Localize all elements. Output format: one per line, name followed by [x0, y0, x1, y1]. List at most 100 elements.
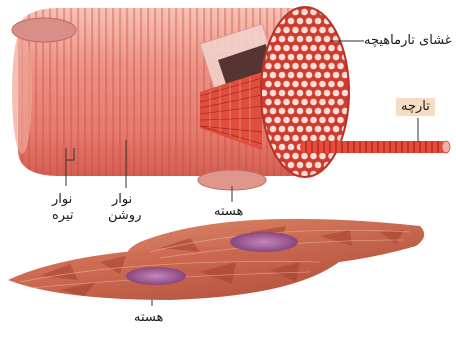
fibril-cross-section [314, 53, 321, 60]
label-nucleus-top: هسته [214, 204, 243, 220]
fibril-cross-section [328, 44, 335, 51]
fibril-cross-section [310, 152, 317, 159]
fibril-cross-section [328, 134, 335, 141]
fibril-cross-section [274, 80, 281, 87]
fibril-cross-section [292, 80, 299, 87]
fibril-cross-section [341, 35, 348, 42]
smooth-muscle-cells [8, 219, 424, 300]
fibril-cross-section [278, 143, 285, 150]
fibril-cross-section [305, 17, 312, 24]
fibril-cross-section [278, 53, 285, 60]
fibril-cross-section [274, 134, 281, 141]
fibril-cross-section [292, 152, 299, 159]
fibril-cross-section [292, 116, 299, 123]
fibril-cross-section [278, 107, 285, 114]
label-myofibril: تارچه [396, 98, 435, 116]
label-dark-band-1: نوار [52, 192, 72, 208]
fibril-cross-section [310, 116, 317, 123]
fibril-cross-section [287, 143, 294, 150]
fibril-cross-section [319, 134, 326, 141]
fibril-cross-section [314, 35, 321, 42]
myofibril-strand [300, 141, 450, 153]
fibril-cross-section [292, 26, 299, 33]
fibril-cross-section [310, 98, 317, 105]
fibril-cross-section [278, 125, 285, 132]
fibril-cross-section [292, 98, 299, 105]
fibril-cross-section [328, 98, 335, 105]
surface-nucleus [12, 18, 76, 42]
fibril-cross-section [323, 53, 330, 60]
fibril-cross-section [296, 53, 303, 60]
fibril-cross-section [269, 125, 276, 132]
smooth-muscle-nucleus [230, 232, 298, 252]
fibril-cross-section [332, 161, 339, 168]
fibril-cross-section [301, 26, 308, 33]
fibril-cross-section [301, 80, 308, 87]
fibril-cross-section [296, 161, 303, 168]
fibril-cross-section [332, 89, 339, 96]
fibril-cross-section [332, 17, 339, 24]
fibril-cross-section [296, 17, 303, 24]
fibril-cross-section [265, 98, 272, 105]
fibril-cross-section [265, 116, 272, 123]
fibril-cross-section [283, 134, 290, 141]
fibril-cross-section [310, 80, 317, 87]
fibril-cross-section [319, 80, 326, 87]
fibril-cross-section [301, 116, 308, 123]
fibril-cross-section [328, 8, 335, 15]
fibril-cross-section [287, 17, 294, 24]
fibril-cross-section [269, 107, 276, 114]
fibril-cross-section [292, 44, 299, 51]
fibril-cross-section [332, 53, 339, 60]
fibril-cross-section [269, 71, 276, 78]
fibril-cross-section [323, 107, 330, 114]
fibril-cross-section [292, 62, 299, 69]
fibril-cross-section [296, 107, 303, 114]
fibril-cross-section [269, 53, 276, 60]
fibril-cross-section [292, 134, 299, 141]
fibril-cross-section [305, 35, 312, 42]
fibril-cross-section [337, 8, 344, 15]
fibril-cross-section [323, 89, 330, 96]
label-nucleus-bottom: هسته [134, 310, 163, 326]
fibril-cross-section [319, 62, 326, 69]
fibril-cross-section [332, 107, 339, 114]
fibril-cross-section [328, 116, 335, 123]
fibril-cross-section [328, 80, 335, 87]
fibril-cross-section [283, 44, 290, 51]
fibril-cross-section [287, 53, 294, 60]
fibril-cross-section [274, 62, 281, 69]
fibril-cross-section [305, 71, 312, 78]
fibril-cross-section [341, 89, 348, 96]
fibril-cross-section [314, 125, 321, 132]
fibril-cross-section [319, 152, 326, 159]
fibril-cross-section [283, 152, 290, 159]
label-dark-band-2: تیره [52, 208, 74, 224]
fibril-cross-section [265, 80, 272, 87]
fibril-cross-section [305, 107, 312, 114]
fibril-cross-section [314, 17, 321, 24]
fibril-cross-section [296, 71, 303, 78]
fibril-cross-section [301, 44, 308, 51]
fibril-cross-section [301, 98, 308, 105]
fibril-cross-section [310, 62, 317, 69]
fibril-cross-section [287, 71, 294, 78]
fibril-cross-section [301, 152, 308, 159]
fibril-cross-section [314, 89, 321, 96]
fibril-cross-section [274, 44, 281, 51]
fibril-cross-section [328, 62, 335, 69]
fibril-cross-section [319, 116, 326, 123]
fibril-cross-section [283, 80, 290, 87]
fibril-cross-section [283, 26, 290, 33]
fibril-cross-section [310, 134, 317, 141]
label-light-band-1: نوار [112, 192, 132, 208]
fibril-cross-section [283, 116, 290, 123]
fibril-cross-section [274, 116, 281, 123]
fibril-cross-section [269, 89, 276, 96]
fibril-cross-section [305, 161, 312, 168]
fibril-cross-section [301, 134, 308, 141]
fibril-cross-section [323, 125, 330, 132]
fibril-cross-section [337, 62, 344, 69]
fibril-cross-section [314, 71, 321, 78]
fibril-cross-section [319, 26, 326, 33]
